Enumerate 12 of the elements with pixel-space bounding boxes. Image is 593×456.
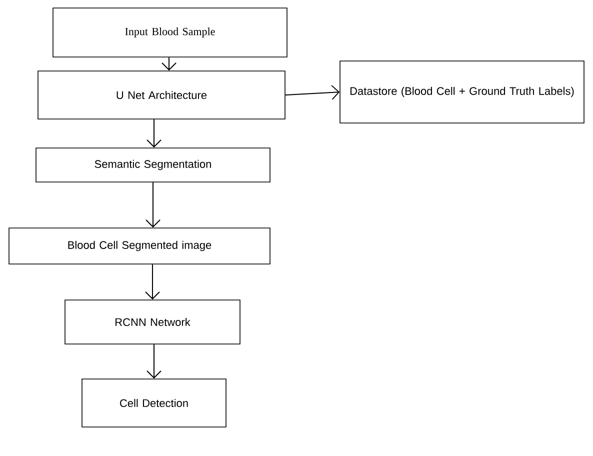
- arrow: [284, 84, 340, 100]
- arrow: [145, 264, 160, 300]
- process-box: Semantic Segmentation: [36, 148, 270, 182]
- arrow: [146, 344, 162, 379]
- process-box: Input Blood Sample: [52, 8, 288, 58]
- process-box: U Net Architecture: [38, 70, 286, 120]
- process-box: Blood Cell Segmented image: [8, 228, 270, 264]
- process-box: Datastore (Blood Cell + Ground Truth Labels): [340, 60, 584, 124]
- process-box: Cell Detection: [82, 378, 226, 428]
- arrow: [146, 118, 162, 148]
- process-box: RCNN Network: [64, 300, 240, 344]
- arrow: [146, 182, 160, 228]
